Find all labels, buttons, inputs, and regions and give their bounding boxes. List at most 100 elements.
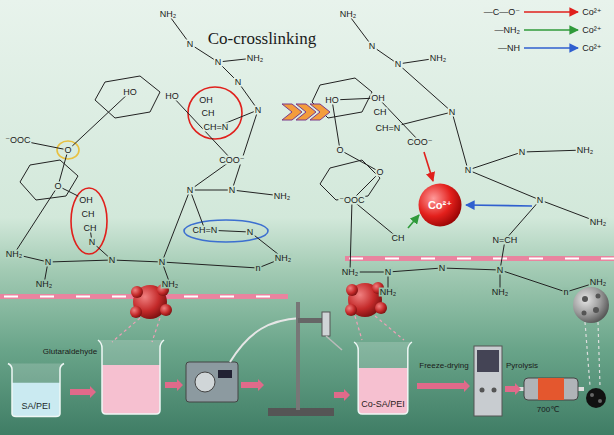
- atom-label: ⁻OOC: [4, 136, 31, 145]
- atom-label: CH: [391, 234, 406, 243]
- highlight-ellipse: [71, 188, 107, 254]
- chemical-bond: [398, 64, 452, 112]
- sugar-ring: [20, 160, 78, 200]
- leader-line: [375, 316, 404, 340]
- atom-label: HO: [122, 88, 138, 97]
- sugar-ring: [320, 160, 380, 200]
- atom-label: NH₂: [491, 288, 510, 297]
- atom-label: N: [496, 266, 505, 275]
- chemical-bond: [232, 110, 258, 190]
- needle: [326, 336, 342, 350]
- furnace-heater: [538, 378, 564, 400]
- step-label: 700℃: [536, 406, 560, 414]
- legend-item: —NH: [497, 44, 521, 53]
- pump-display: [218, 370, 232, 378]
- atom-label: n: [562, 288, 569, 297]
- atom-label: N: [44, 258, 53, 267]
- atom-label: N: [448, 108, 457, 117]
- atom-label: CH=N: [375, 124, 402, 133]
- coordination-arrow: [408, 215, 419, 228]
- atom-label: N: [186, 40, 195, 49]
- atom-label: Co²⁺: [581, 8, 602, 17]
- chemical-bond: [442, 268, 500, 270]
- atom-label: n: [254, 264, 261, 273]
- divider-dash: [349, 258, 614, 260]
- process-arrow: [165, 379, 183, 391]
- chemical-bond: [48, 260, 112, 262]
- atom-label: NH₂: [576, 146, 595, 155]
- atom-label: CH=N: [192, 226, 219, 235]
- legend-arrow: [524, 47, 578, 49]
- atom-label: NH₂: [246, 54, 265, 63]
- atom-label: N: [384, 268, 393, 277]
- atom-label: NH₂: [339, 10, 358, 19]
- chemical-bond: [172, 96, 232, 160]
- atom-label: NH₂: [274, 254, 293, 263]
- atom-label: COO⁻: [218, 156, 245, 165]
- atom-label: N: [214, 58, 223, 67]
- carbon-product: [586, 388, 606, 408]
- divider-bar: [345, 256, 614, 261]
- atom-label: CH: [83, 224, 98, 233]
- step-label: Freeze-drying: [418, 362, 469, 370]
- pore: [590, 393, 594, 397]
- leader-line: [585, 322, 590, 386]
- process-arrow: [241, 379, 264, 391]
- legend-text: —C—O⁻: [484, 7, 520, 17]
- atom-label: CH: [201, 109, 216, 118]
- pore: [593, 307, 599, 313]
- mof-sphere: [160, 304, 172, 316]
- tube-furnace: [524, 378, 578, 400]
- leader-line: [355, 316, 362, 340]
- atom-label: N: [228, 186, 237, 195]
- atom-label: N: [536, 196, 545, 205]
- tubing: [230, 318, 300, 362]
- chemical-bond: [505, 200, 540, 240]
- chemical-bond: [452, 112, 468, 170]
- atom-label: NH₂: [35, 280, 54, 289]
- atom-label: N: [158, 258, 167, 267]
- atom-label: NH₂: [341, 268, 360, 277]
- atom-label: OH: [198, 96, 214, 105]
- atom-label: N: [518, 148, 527, 157]
- mof-sphere: [346, 284, 358, 296]
- pore: [598, 399, 602, 403]
- atom-label: N: [368, 42, 377, 51]
- chemical-bond: [340, 150, 380, 172]
- pore: [582, 311, 587, 316]
- atom-label: N: [254, 106, 263, 115]
- atom-label: O: [63, 146, 72, 155]
- atom-label: CH: [373, 108, 388, 117]
- legend-text: —NH: [498, 43, 520, 53]
- atom-label: N: [438, 264, 447, 273]
- atom-label: COO⁻: [406, 138, 433, 147]
- leader-line: [598, 322, 600, 386]
- atom-label: NH₂: [429, 54, 448, 63]
- atom-label: O: [375, 168, 384, 177]
- atom-label: NH₂: [589, 218, 608, 227]
- atom-label: NH₂: [161, 280, 180, 289]
- chemical-bond: [388, 268, 442, 272]
- legend-arrow: [524, 11, 578, 13]
- sugar-ring: [95, 76, 160, 118]
- atom-label: OH: [78, 196, 94, 205]
- chemical-bond: [190, 190, 205, 230]
- chemical-bond: [350, 200, 352, 272]
- atom-label: HO: [164, 92, 180, 101]
- atom-label: NH₂: [5, 250, 24, 259]
- chemical-bond: [468, 152, 522, 170]
- node-text: SA/PEI: [21, 402, 50, 412]
- atom-label: N: [88, 238, 97, 247]
- chemical-bond: [190, 160, 232, 190]
- step-label: Pyrolysis: [505, 362, 539, 370]
- beaker-glass: [8, 363, 64, 416]
- atom-label: OH: [370, 94, 386, 103]
- dryer-knob: [480, 388, 485, 393]
- atom-label: NH₂: [273, 192, 292, 201]
- mof-sphere: [375, 302, 387, 314]
- atom-label: NH₂: [589, 278, 608, 287]
- pump-roller: [195, 372, 215, 392]
- atom-label: N=CH: [492, 236, 519, 245]
- chemical-bond: [378, 98, 420, 142]
